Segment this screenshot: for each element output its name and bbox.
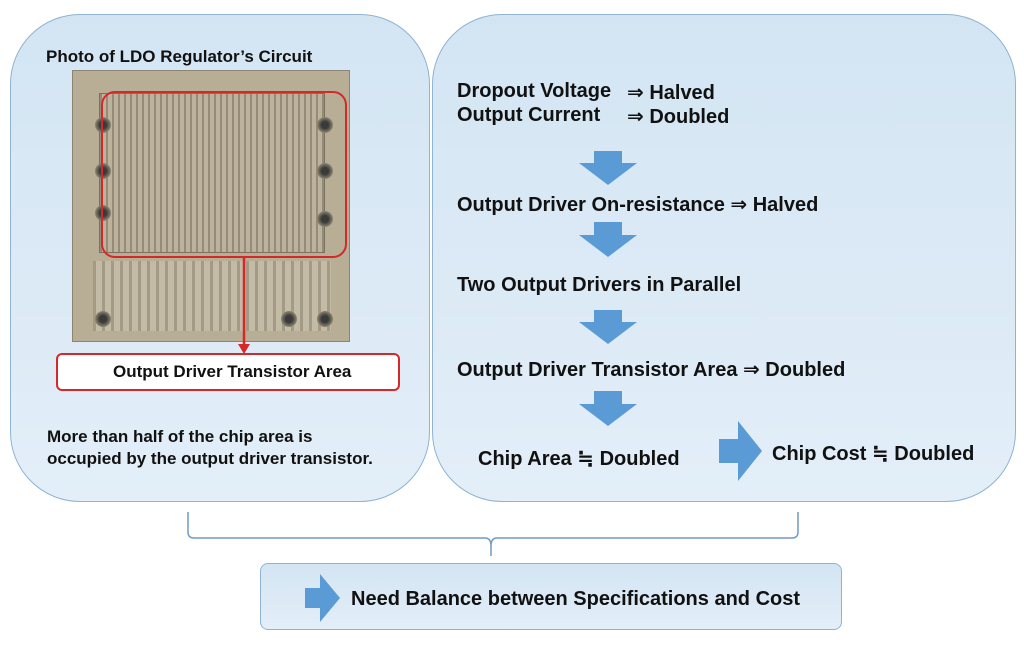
spec-dropout-label: Dropout Voltage — [457, 80, 612, 102]
down-arrow-icon — [579, 151, 637, 185]
down-arrow-icon — [579, 222, 637, 257]
driver-area-outline — [101, 91, 347, 258]
down-arrow-icon — [579, 391, 637, 426]
chip-photo — [72, 70, 350, 342]
right-arrow-icon — [719, 421, 762, 481]
bond-pad — [317, 163, 333, 179]
bond-pad — [317, 311, 333, 327]
down-arrow-icon — [579, 310, 637, 344]
step-on-resistance: Output Driver On-resistance ⇒ Halved — [457, 194, 819, 216]
result-chip-cost: Chip Cost ≒ Doubled — [772, 443, 975, 465]
note-line-1: More than half of the chip area is — [47, 427, 313, 446]
result-chip-area: Chip Area ≒ Doubled — [478, 448, 680, 470]
bond-pad — [95, 117, 111, 133]
driver-area-label-box — [56, 353, 400, 391]
spec-current-value: ⇒ Doubled — [627, 106, 730, 128]
step-transistor-area: Output Driver Transistor Area ⇒ Doubled — [457, 359, 846, 381]
conclusion-text: Need Balance between Specifications and … — [351, 588, 801, 610]
right-panel — [432, 14, 1016, 502]
spec-current-label: Output Current — [457, 104, 601, 126]
bond-pad — [317, 117, 333, 133]
note-line-2: occupied by the output driver transistor… — [47, 449, 373, 468]
driver-area-label: Output Driver Transistor Area — [113, 362, 352, 381]
spec-dropout-value: ⇒ Halved — [627, 82, 715, 104]
bond-pad — [95, 205, 111, 221]
bond-pad — [95, 163, 111, 179]
step-parallel-drivers: Two Output Drivers in Parallel — [457, 274, 742, 296]
right-arrow-icon — [305, 574, 340, 622]
photo-title: Photo of LDO Regulator’s Circuit — [46, 47, 313, 66]
conclusion-box — [260, 563, 842, 630]
bond-pad — [281, 311, 297, 327]
bond-pad — [95, 311, 111, 327]
bond-pad — [317, 211, 333, 227]
